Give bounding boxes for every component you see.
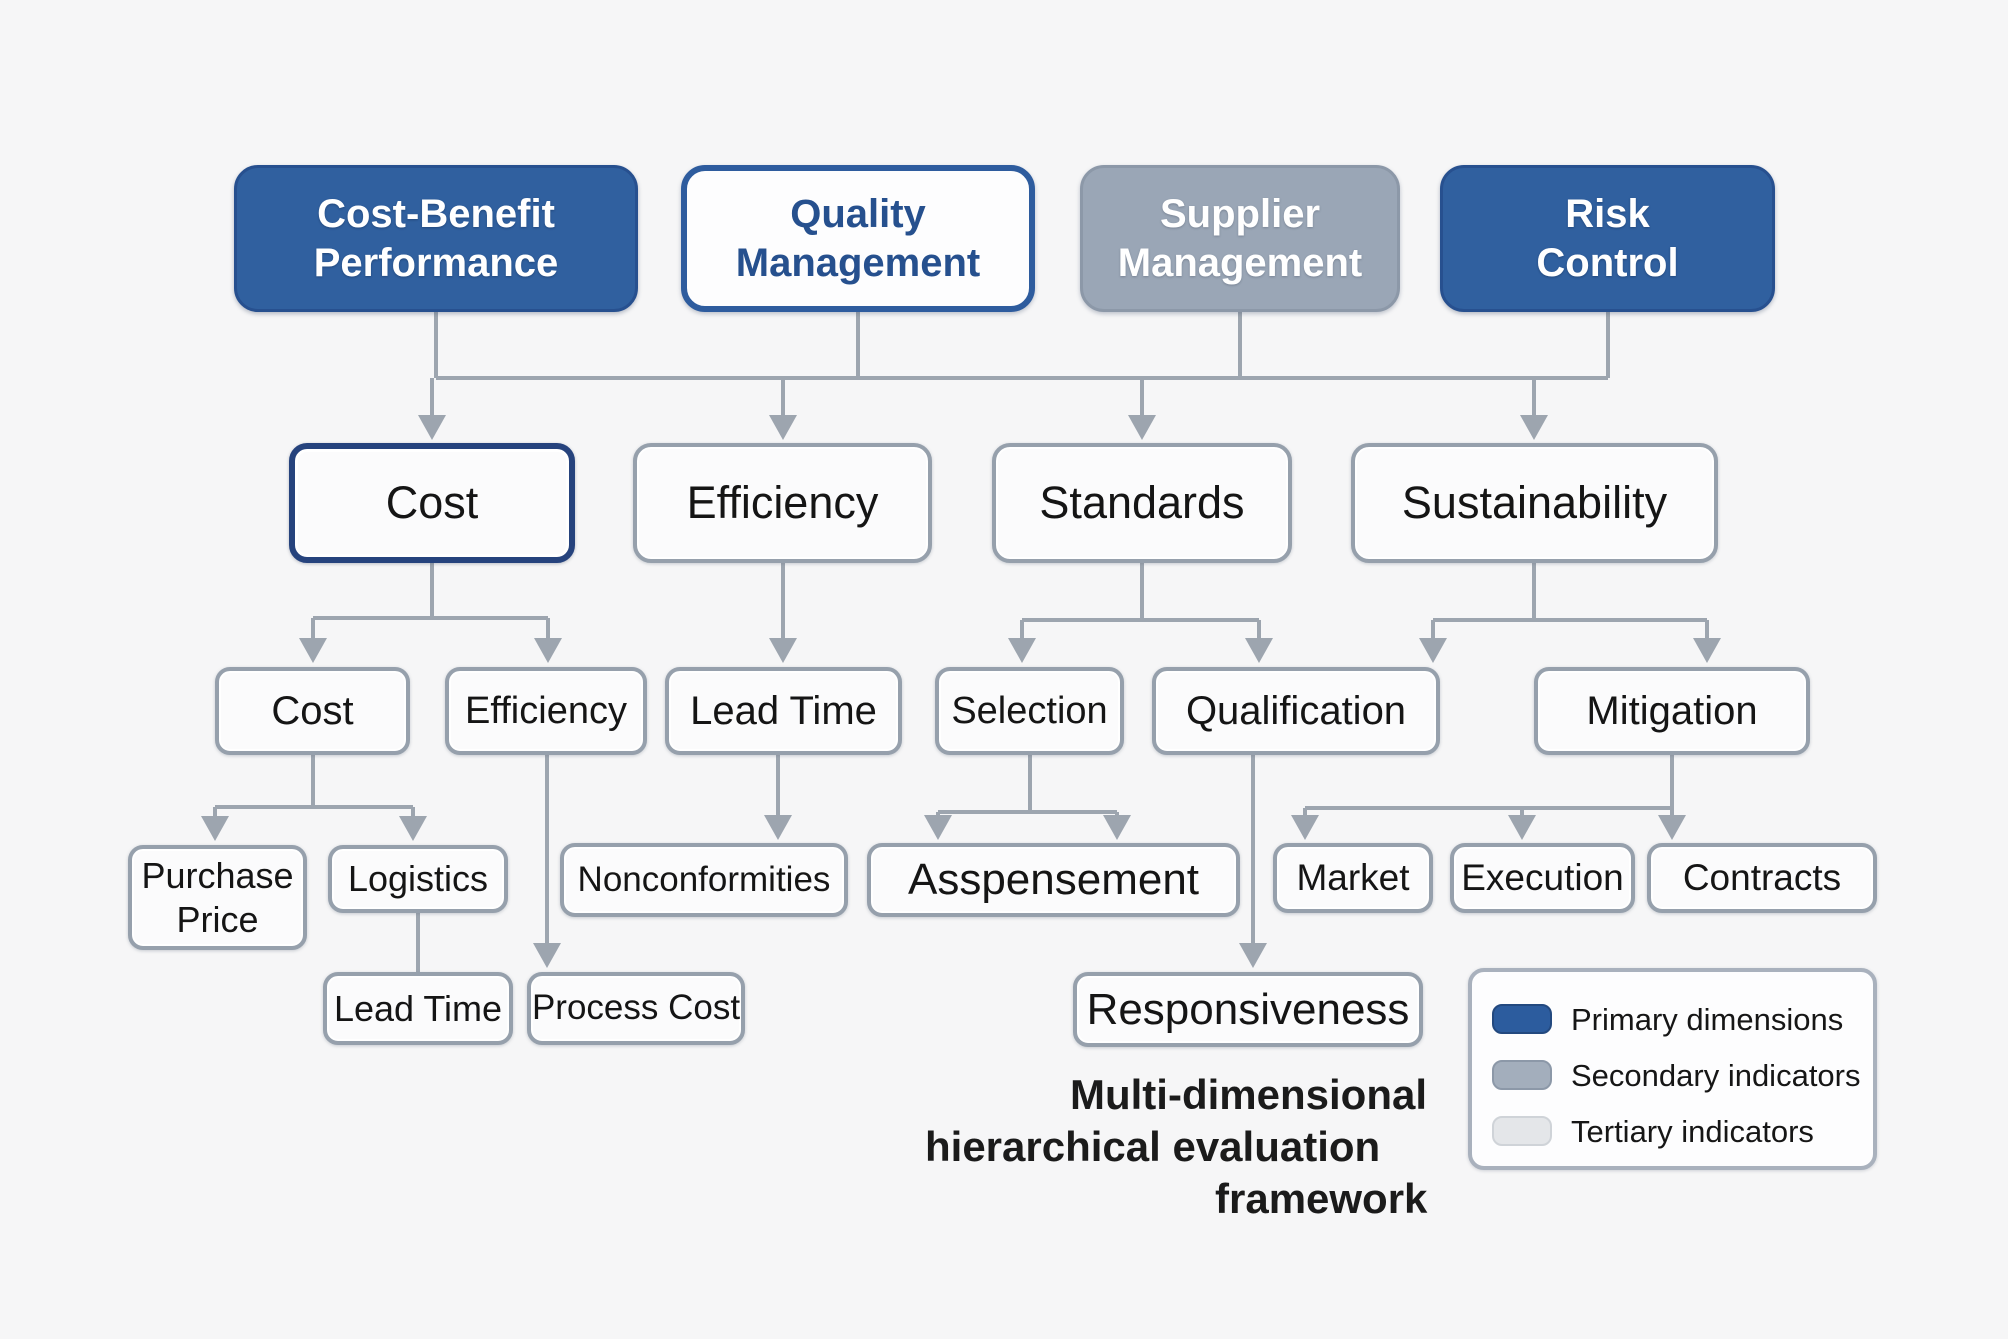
node-cost-level2: Cost [289,443,575,563]
arrow-down-icon [533,943,561,968]
arrow-down-icon [1239,943,1267,968]
arrow-down-icon [418,415,446,440]
node-execution: Execution [1450,843,1635,913]
node-sustainability: Sustainability [1351,443,1718,563]
arrow-down-icon [1245,638,1273,663]
node-cost-benefit-performance: Cost-Benefit Performance [234,165,638,312]
legend-swatch-3 [1492,1116,1552,1146]
arrow-down-icon [1128,415,1156,440]
arrow-down-icon [769,415,797,440]
node-market: Market [1273,843,1433,913]
node-logistics: Logistics [328,845,508,913]
node-lead-time-level3: Lead Time [665,667,902,755]
node-supplier-management: Supplier Management [1080,165,1400,312]
arrow-down-icon [1693,638,1721,663]
arrow-down-icon [924,815,952,840]
arrow-down-icon [769,638,797,663]
arrow-down-icon [1419,638,1447,663]
legend-item: Primary dimensions [1492,1001,1873,1037]
arrow-down-icon [201,816,229,841]
node-qualification: Qualification [1152,667,1440,755]
node-risk-control: Risk Control [1440,165,1775,312]
arrow-down-icon [299,638,327,663]
legend-item: Tertiary indicators [1492,1113,1873,1149]
legend-label: Primary dimensions [1571,1001,1844,1037]
node-standards: Standards [992,443,1292,563]
arrow-down-icon [764,815,792,840]
caption-line-1: Multi-dimensional [1070,1071,1427,1118]
node-purchase-price: Purchase Price [128,845,307,950]
arrow-down-icon [1658,815,1686,840]
node-selection: Selection [935,667,1124,755]
node-contracts: Contracts [1647,843,1877,913]
caption-line-3: framework [1215,1175,1428,1222]
node-responsiveness: Responsiveness [1073,972,1423,1047]
node-nonconformities: Nonconformities [560,843,848,917]
legend-swatch-1 [1492,1004,1552,1034]
node-quality-management: Quality Management [681,165,1035,312]
node-efficiency-level2: Efficiency [633,443,932,563]
node-efficiency-level3: Efficiency [445,667,647,755]
node-mitigation: Mitigation [1534,667,1810,755]
legend-label: Tertiary indicators [1571,1113,1814,1149]
node-cost-level3: Cost [215,667,410,755]
caption-line-2: hierarchical evaluation [925,1123,1381,1170]
arrow-down-icon [1291,815,1319,840]
arrow-down-icon [1520,415,1548,440]
arrow-down-icon [399,816,427,841]
node-asspensement: Asspensement [867,843,1240,917]
arrow-down-icon [534,638,562,663]
legend-label: Secondary indicators [1571,1057,1861,1093]
legend-swatch-2 [1492,1060,1552,1090]
legend-item: Secondary indicators [1492,1057,1873,1093]
node-lead-time-level5: Lead Time [323,972,513,1045]
arrow-down-icon [1508,815,1536,840]
arrow-down-icon [1008,638,1036,663]
arrow-down-icon [1103,815,1131,840]
node-process-cost: Process Cost [527,972,745,1045]
